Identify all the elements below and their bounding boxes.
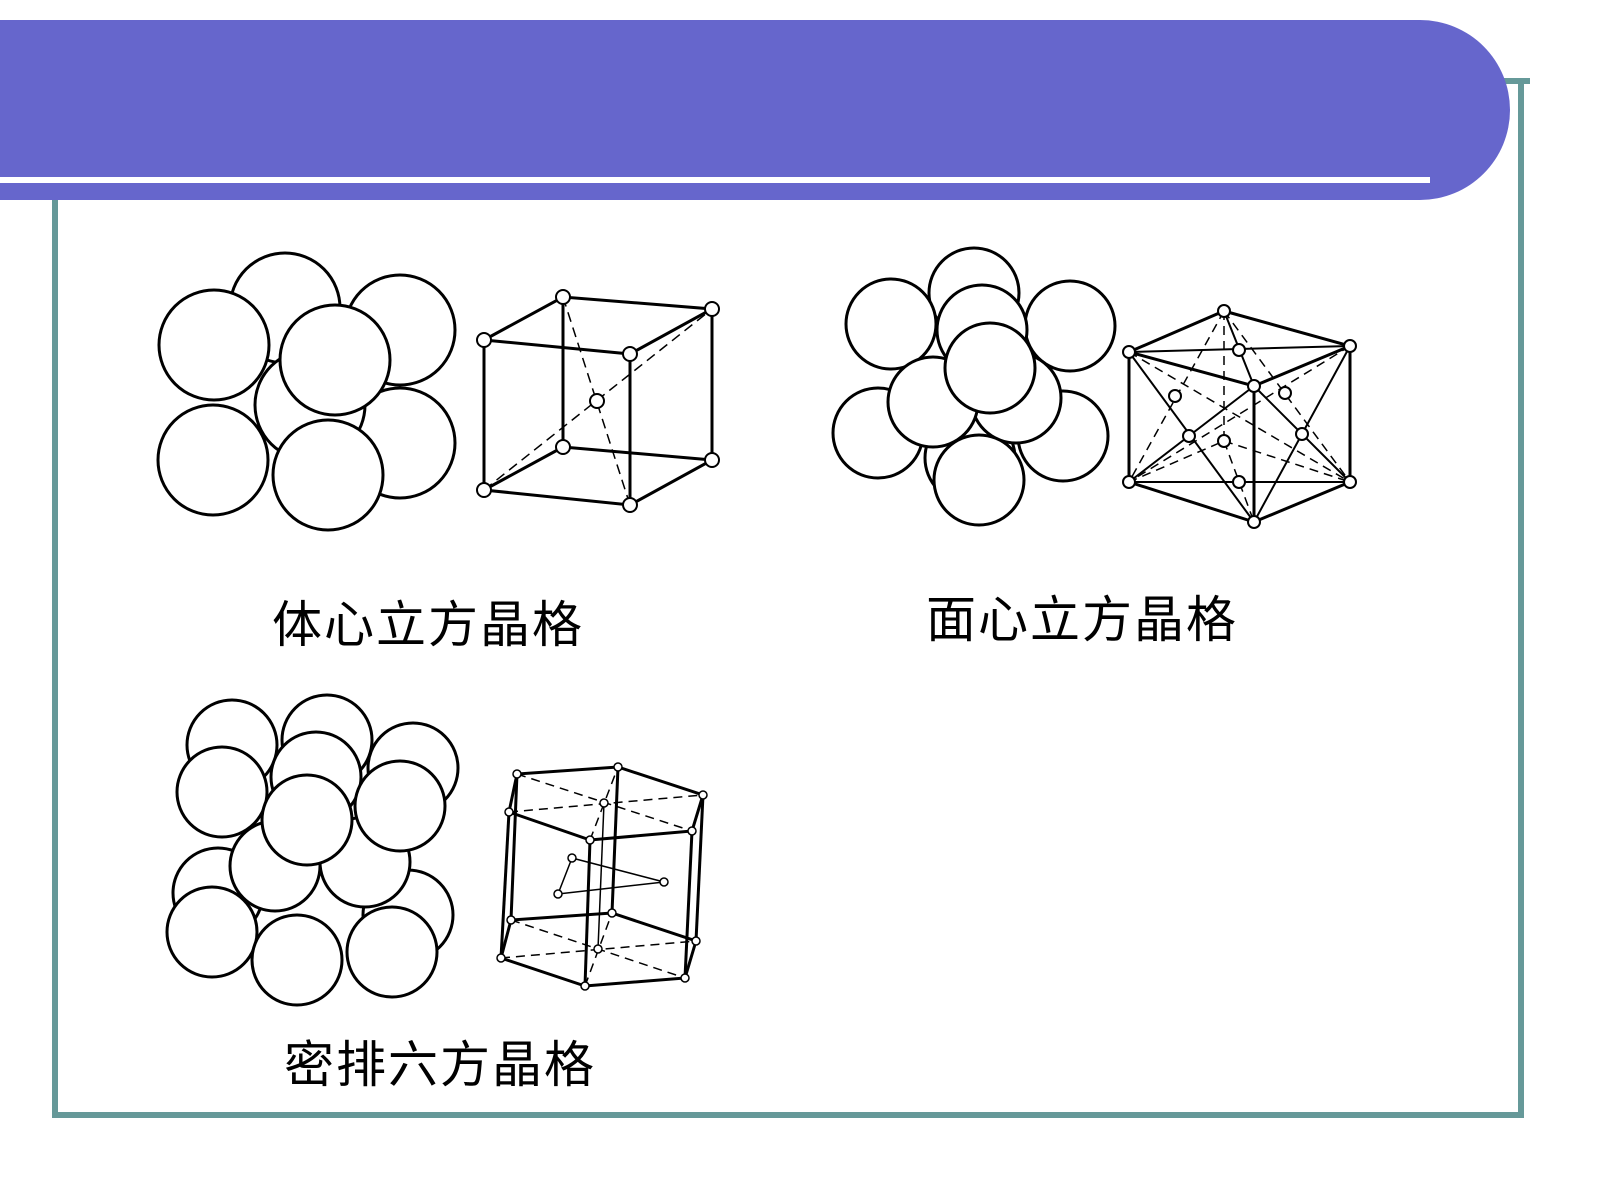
hcp-caption: 密排六方晶格 <box>284 1036 596 1094</box>
bcc-sphere-model <box>156 251 457 532</box>
fcc-caption: 面心立方晶格 <box>926 591 1238 649</box>
slide-frame <box>52 78 1524 1118</box>
fcc-lattice-diagram <box>1122 304 1357 529</box>
frame-corner <box>1500 78 1530 84</box>
bcc-caption: 体心立方晶格 <box>272 596 584 654</box>
hcp-lattice-diagram <box>496 762 708 991</box>
fcc-sphere-model <box>831 246 1117 527</box>
title-banner <box>0 20 1510 200</box>
hcp-sphere-model <box>165 693 460 1007</box>
banner-divider <box>0 177 1430 183</box>
bcc-lattice-diagram <box>476 289 720 513</box>
